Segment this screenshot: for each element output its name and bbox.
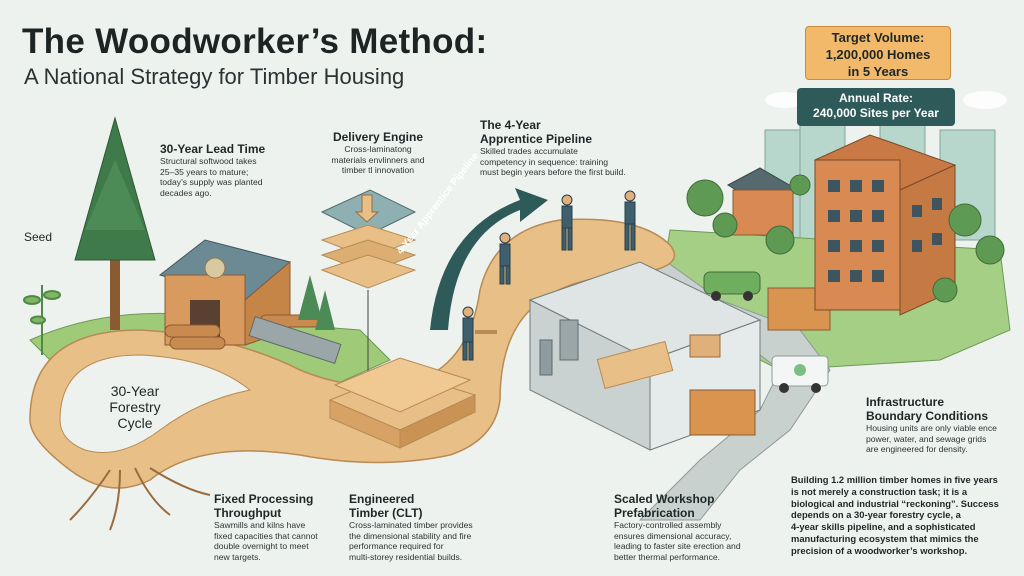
right-trees [686,174,1005,303]
lead-time-body-3: today’s supply was planted [160,177,263,188]
page-subtitle: A National Strategy for Timber Housing [24,64,405,89]
infrastructure-heading-1: Infrastructure [866,395,945,409]
delivery-body-1: Cross-laminatong [344,144,412,154]
forestry-line-3: Cycle [117,415,153,431]
forestry-cycle-label: 30-Year Forestry Cycle [95,383,175,431]
target-volume-badge: Target Volume: 1,200,000 Homes in 5 Year… [805,26,951,80]
clt-body-1: Cross-laminated timber provides [349,520,473,530]
seedling [23,285,61,355]
clt-section: Engineered Timber (CLT) Cross-laminated … [349,492,499,562]
apprentice-arrow [430,188,548,330]
infrastructure-body-2: power, water, and sewage grids [866,433,987,444]
summary-line-5: 4-year skills pipeline, and a sophistica… [791,521,976,533]
apprentice-body-2: competency in sequence: training [480,156,609,167]
processing-body-4: new targets. [214,551,261,562]
clt-heading-1: Engineered [349,492,415,506]
clt-body-2: the dimensional stability and fire [349,530,472,541]
apprentice-heading-1: The 4-Year [480,118,541,132]
infrastructure-section: Infrastructure Boundary Conditions Housi… [866,395,1016,455]
annual-rate-badge: Annual Rate: 240,000 Sites per Year [797,88,955,126]
apartment-building [813,134,957,316]
processing-body-2: fixed capacities that cannot [214,530,318,541]
roots [69,467,211,531]
summary-line-7: precision of a woodworker’s workshop. [791,544,968,556]
workshop-heading-1: Scaled Workshop [614,492,715,506]
summary-line-4: depends on a 30-year forestry cycle, a [791,509,961,521]
apprentice-section: The 4-Year Apprentice Pipeline Skilled t… [480,118,655,178]
mill-trees [298,275,335,330]
lead-time-body-1: Structural softwood takes [160,156,257,166]
processing-heading-1: Fixed Processing [214,492,314,506]
clt-heading-2: Timber (CLT) [349,506,423,520]
delivery-heading: Delivery Engine [332,130,424,144]
clouds [765,91,1007,109]
white-van [771,355,829,393]
desk [475,330,497,334]
forestry-loop [59,354,252,453]
processing-section: Fixed Processing Throughput Sawmills and… [214,492,339,562]
target-line-2: 1,200,000 Homes [825,47,931,62]
processing-body-3: double overnight to meet [214,541,309,552]
delivery-body-3: timber tl innovation [341,165,415,176]
annual-line-2: 240,000 Sites per Year [813,106,939,120]
apprentice-body-1: Skilled trades accumulate [480,146,578,156]
workshop-section: Scaled Workshop Prefabrication Factory-c… [614,492,774,562]
summary-line-3: biological and industrial “reckoning”. S… [791,497,999,509]
infrastructure-heading-2: Boundary Conditions [866,409,988,423]
processing-heading-2: Throughput [214,506,282,520]
clt-panels [328,357,477,449]
apprentice-body-3: must begin years before the first build. [480,167,626,178]
apprentice-heading-2: Apprentice Pipeline [480,132,593,146]
infrastructure-body-1: Housing units are only viable ence [866,423,997,433]
timber-modules [689,287,831,436]
clt-body-3: performance required for [349,541,444,552]
delivery-stack [320,189,417,380]
forestry-line-1: 30-Year [110,383,160,399]
workshop-body-1: Factory-controlled assembly [614,520,722,530]
lead-time-heading: 30-Year Lead Time [160,142,266,156]
workers [462,190,636,361]
pine-tree [74,116,156,330]
summary-line-2: is not merely a construction task; it is… [791,485,968,497]
processing-body-1: Sawmills and kilns have [214,520,306,530]
delivery-section: Delivery Engine Cross-laminatong materia… [318,130,438,176]
target-line-1: Target Volume: [831,30,925,45]
workshop-body-4: better thermal performance. [614,551,721,562]
lead-time-body-4: decades ago. [160,187,212,198]
summary-line-6: manufacturing ecosystem that mimics the [791,532,979,544]
conveyor [248,315,342,365]
delivery-body-2: materials envlinners and [331,154,425,165]
lead-time-body-2: 25–35 years to mature; [160,166,249,177]
summary-line-1: Building 1.2 million timber homes in fiv… [791,474,998,485]
lead-time-section: 30-Year Lead Time Structural softwood ta… [160,142,300,198]
clt-body-4: multi-storey residential builds. [349,551,463,562]
green-car [703,271,761,301]
infrastructure-body-3: are engineered for density. [866,444,968,455]
workshop-body-3: leading to faster site erection and [614,541,741,552]
summary-section: Building 1.2 million timber homes in fiv… [791,474,1021,557]
annual-line-1: Annual Rate: [838,91,913,105]
workshop-heading-2: Prefabrication [614,506,695,520]
seed-label: Seed [24,230,53,244]
forestry-line-2: Forestry [109,399,161,415]
target-line-3: in 5 Years [847,64,909,79]
workshop-body-2: ensures dimensional accuracy, [614,530,732,541]
page-title: The Woodworker’s Method: [22,22,488,61]
